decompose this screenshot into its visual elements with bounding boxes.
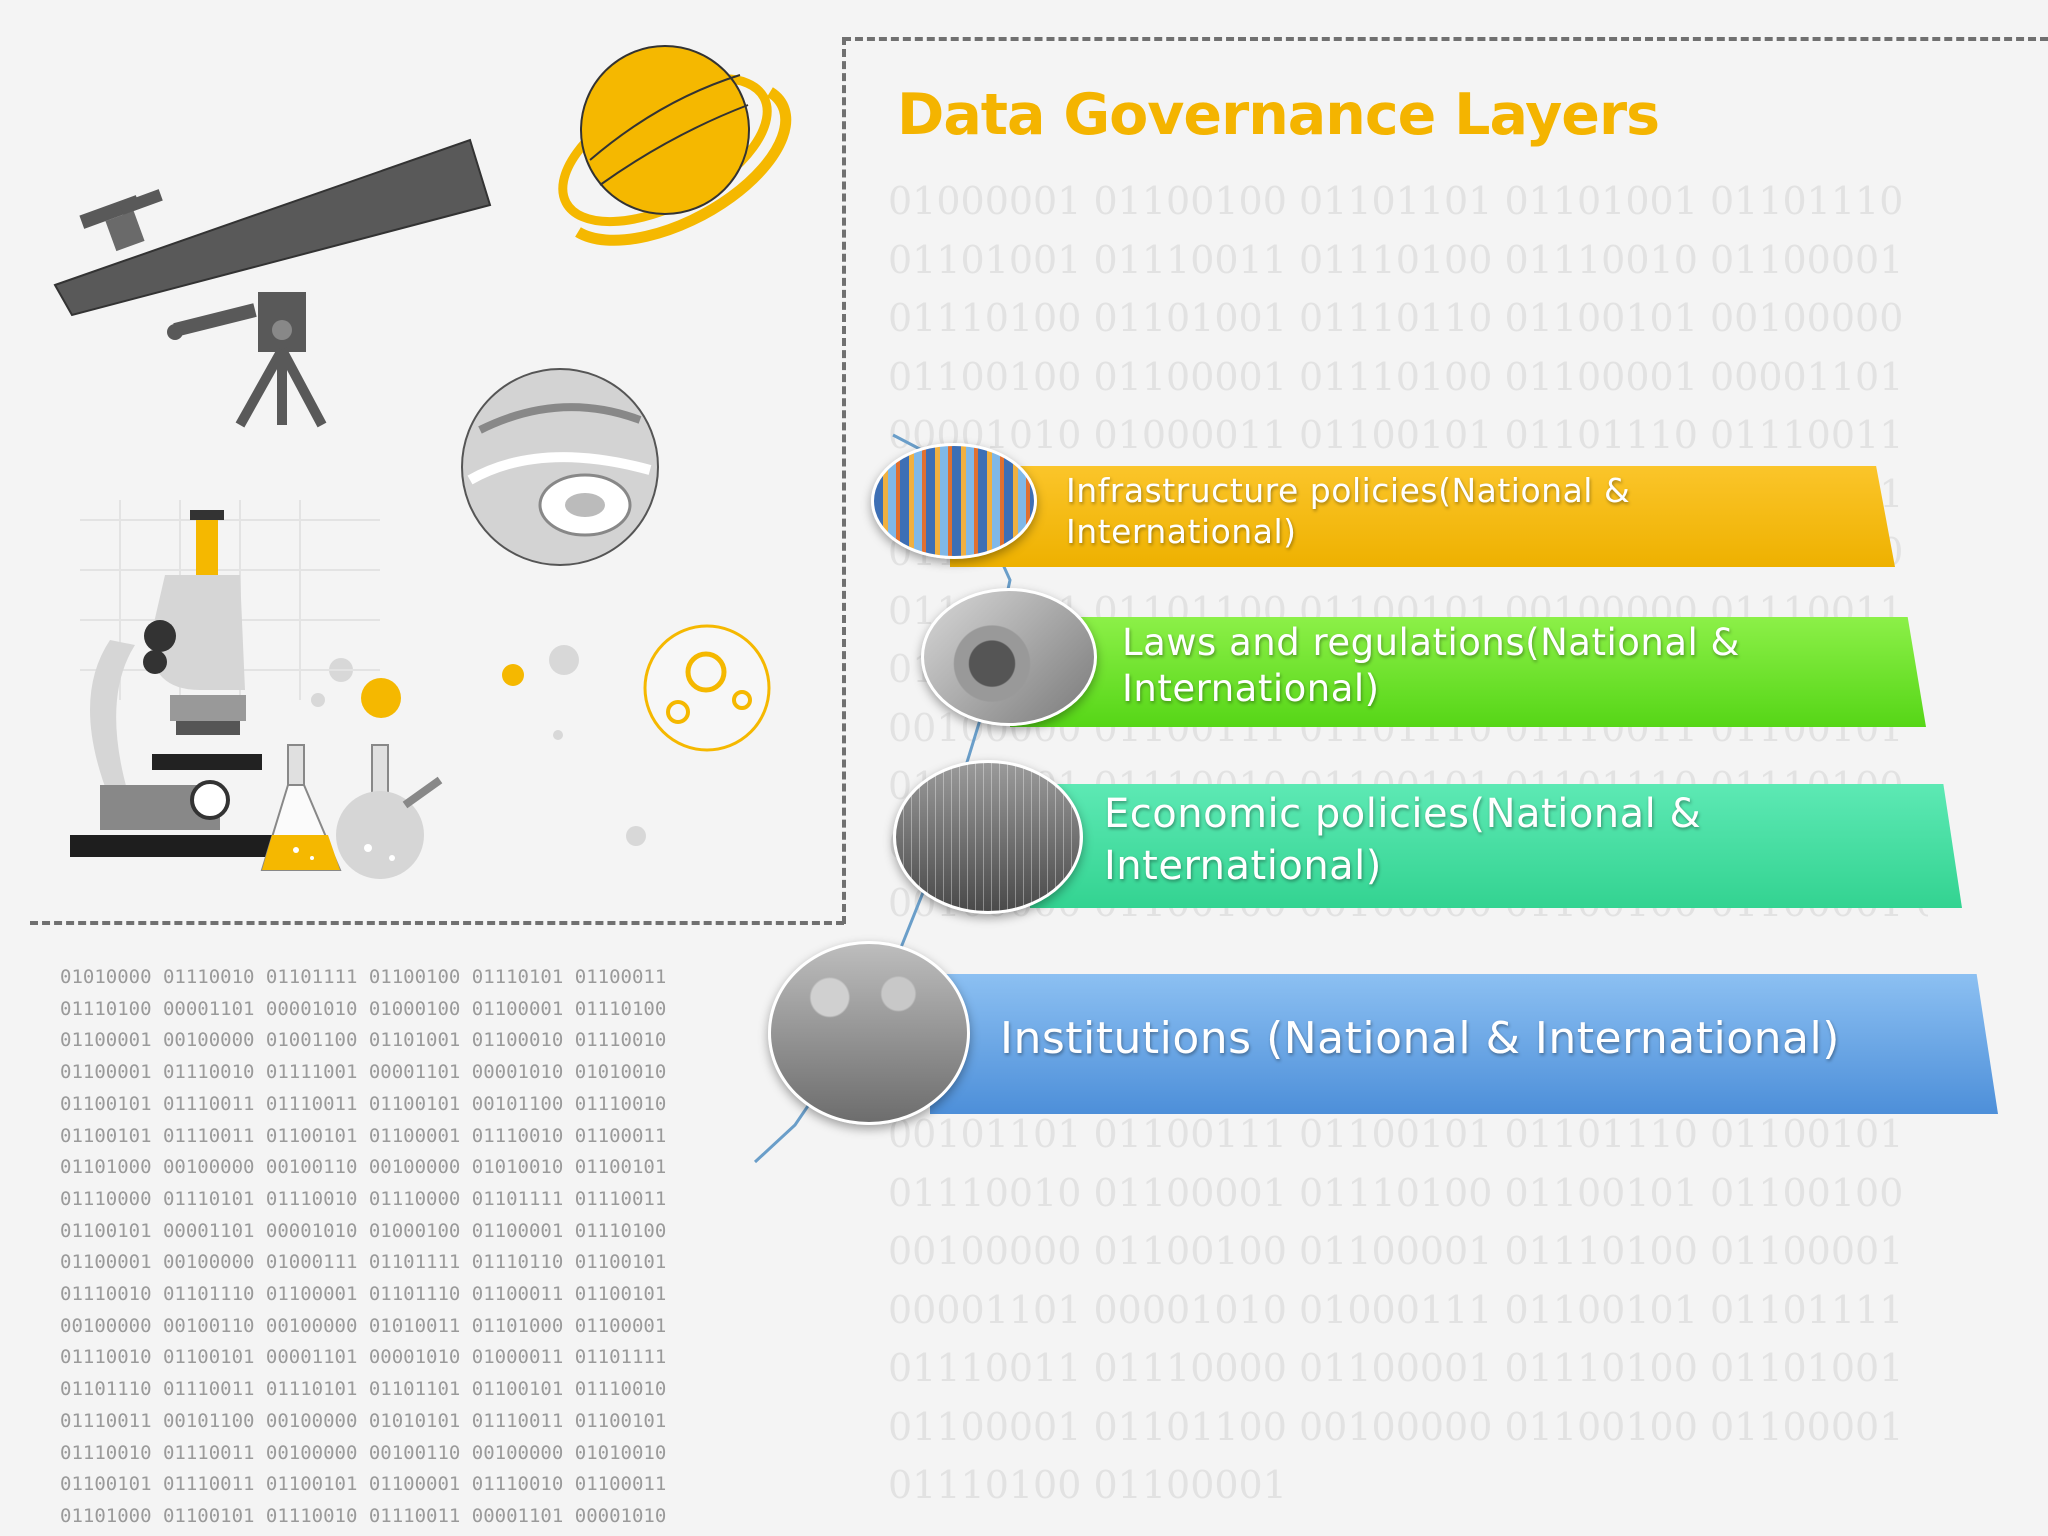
people-meeting-icon [768,941,970,1125]
flask-icon [260,744,342,871]
moon-icon [643,624,771,752]
layer-label-line: Infrastructure policies(National & [1066,471,1631,510]
layer-label-line: International) [1122,667,1380,710]
gray-planet-icon [461,368,659,566]
yellow-dot [502,664,524,686]
dashed-frame-left [842,37,846,924]
gray-dot [549,645,579,675]
telescope-icon [53,138,492,428]
city-buildings-icon [871,443,1037,559]
gray-dot [553,730,563,740]
layer-label-line: Institutions (National & International) [1000,1013,1840,1064]
saturn-icon [558,45,792,246]
layer-label-line: International) [1066,512,1297,551]
science-illustration [53,45,792,879]
layer-label-line: International) [1104,843,1382,889]
microscope-icon [70,510,290,857]
dashed-frame-top [843,37,2048,41]
layer-label-infrastructure: Infrastructure policies(National & Inter… [1066,470,1630,552]
round-flask-icon [336,744,443,879]
stock-chart-icon [893,760,1083,914]
dashed-frame-bottom [30,921,844,925]
yellow-dot [361,678,401,718]
gray-dot [311,693,325,707]
layer-bar-economic [1030,784,1962,908]
layer-label-economic: Economic policies(National & Internation… [1104,788,1701,892]
gavel-icon [921,588,1097,726]
layer-bar-laws [1010,617,1926,727]
binary-text-left: 01010000 01110010 01101111 01100100 0111… [60,966,667,1527]
layer-label-institutions: Institutions (National & International) [1000,1011,1840,1067]
gray-dot [626,826,646,846]
diagram-title: Data Governance Layers [897,82,1660,148]
binary-background-bottom: 00101101 01100111 01100101 01101110 0110… [888,1112,1904,1507]
layer-bar-institutions [930,974,1998,1114]
layer-label-laws: Laws and regulations(National & Internat… [1122,620,1740,712]
layer-label-line: Laws and regulations(National & [1122,621,1740,664]
layer-bar-infrastructure [950,466,1895,567]
layer-label-line: Economic policies(National & [1104,791,1702,837]
